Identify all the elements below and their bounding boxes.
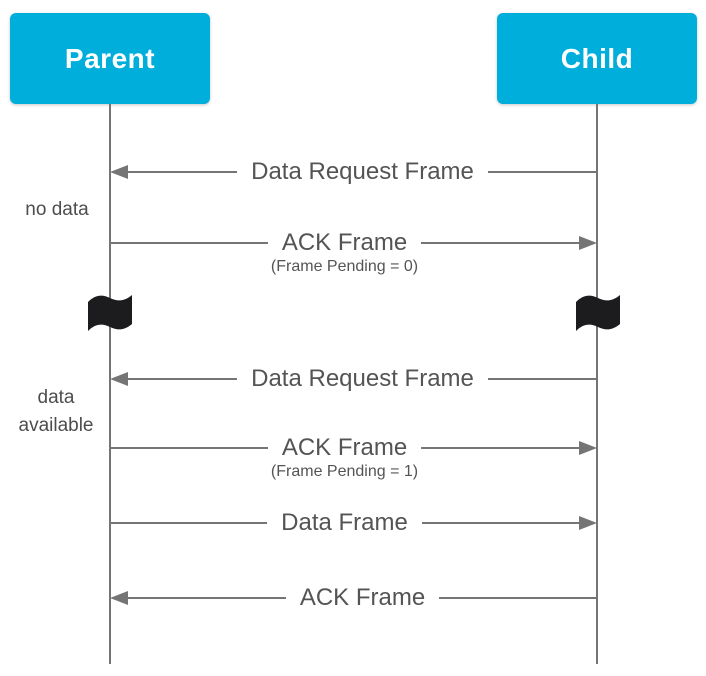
arrow-line bbox=[439, 596, 598, 600]
message-label: ACK Frame (Frame Pending = 1) bbox=[268, 434, 421, 480]
arrow-line bbox=[487, 377, 598, 381]
arrow-line bbox=[421, 241, 580, 245]
actor-label-child: Child bbox=[560, 42, 634, 74]
message-label-text: Data Request Frame bbox=[251, 365, 474, 393]
flag-icon bbox=[86, 292, 134, 334]
lifeline-child bbox=[595, 104, 598, 664]
message-label: Data Request Frame bbox=[237, 158, 488, 186]
message-label: Data Frame bbox=[267, 509, 422, 537]
message-label: ACK Frame bbox=[286, 584, 439, 612]
arrow-line bbox=[487, 170, 598, 174]
arrowhead-right-icon bbox=[579, 441, 598, 455]
arrowhead-left-icon bbox=[110, 372, 128, 386]
arrow-line bbox=[128, 377, 238, 381]
arrowhead-right-icon bbox=[579, 236, 598, 250]
message-label: Data Request Frame bbox=[237, 365, 488, 393]
message-label-text: Data Frame bbox=[281, 509, 408, 537]
message-label-text: ACK Frame bbox=[281, 229, 408, 257]
actor-box-parent: Parent bbox=[10, 13, 210, 104]
note-no-data: no data bbox=[25, 199, 89, 220]
arrow-line bbox=[128, 170, 238, 174]
message-label-text: Data Request Frame bbox=[251, 158, 474, 186]
message-label-text: ACK Frame bbox=[299, 584, 426, 612]
arrow-line bbox=[128, 596, 286, 600]
lifeline-parent bbox=[108, 104, 111, 664]
message-sublabel-text: (Frame Pending = 1) bbox=[270, 462, 419, 480]
arrow-line bbox=[421, 446, 580, 450]
actor-box-child: Child bbox=[497, 13, 697, 104]
arrow-line bbox=[110, 521, 268, 525]
message-label-text: ACK Frame bbox=[281, 434, 408, 462]
flag-icon bbox=[574, 292, 622, 334]
message-sublabel-text: (Frame Pending = 0) bbox=[270, 257, 419, 275]
arrowhead-left-icon bbox=[110, 591, 128, 605]
actor-label-parent: Parent bbox=[64, 42, 156, 74]
arrowhead-left-icon bbox=[110, 165, 128, 179]
arrow-line bbox=[110, 241, 268, 245]
note-data-available: data available bbox=[18, 387, 94, 436]
arrowhead-right-icon bbox=[579, 516, 598, 530]
arrow-line bbox=[110, 446, 268, 450]
message-label: ACK Frame (Frame Pending = 0) bbox=[268, 229, 421, 275]
arrow-line bbox=[421, 521, 580, 525]
